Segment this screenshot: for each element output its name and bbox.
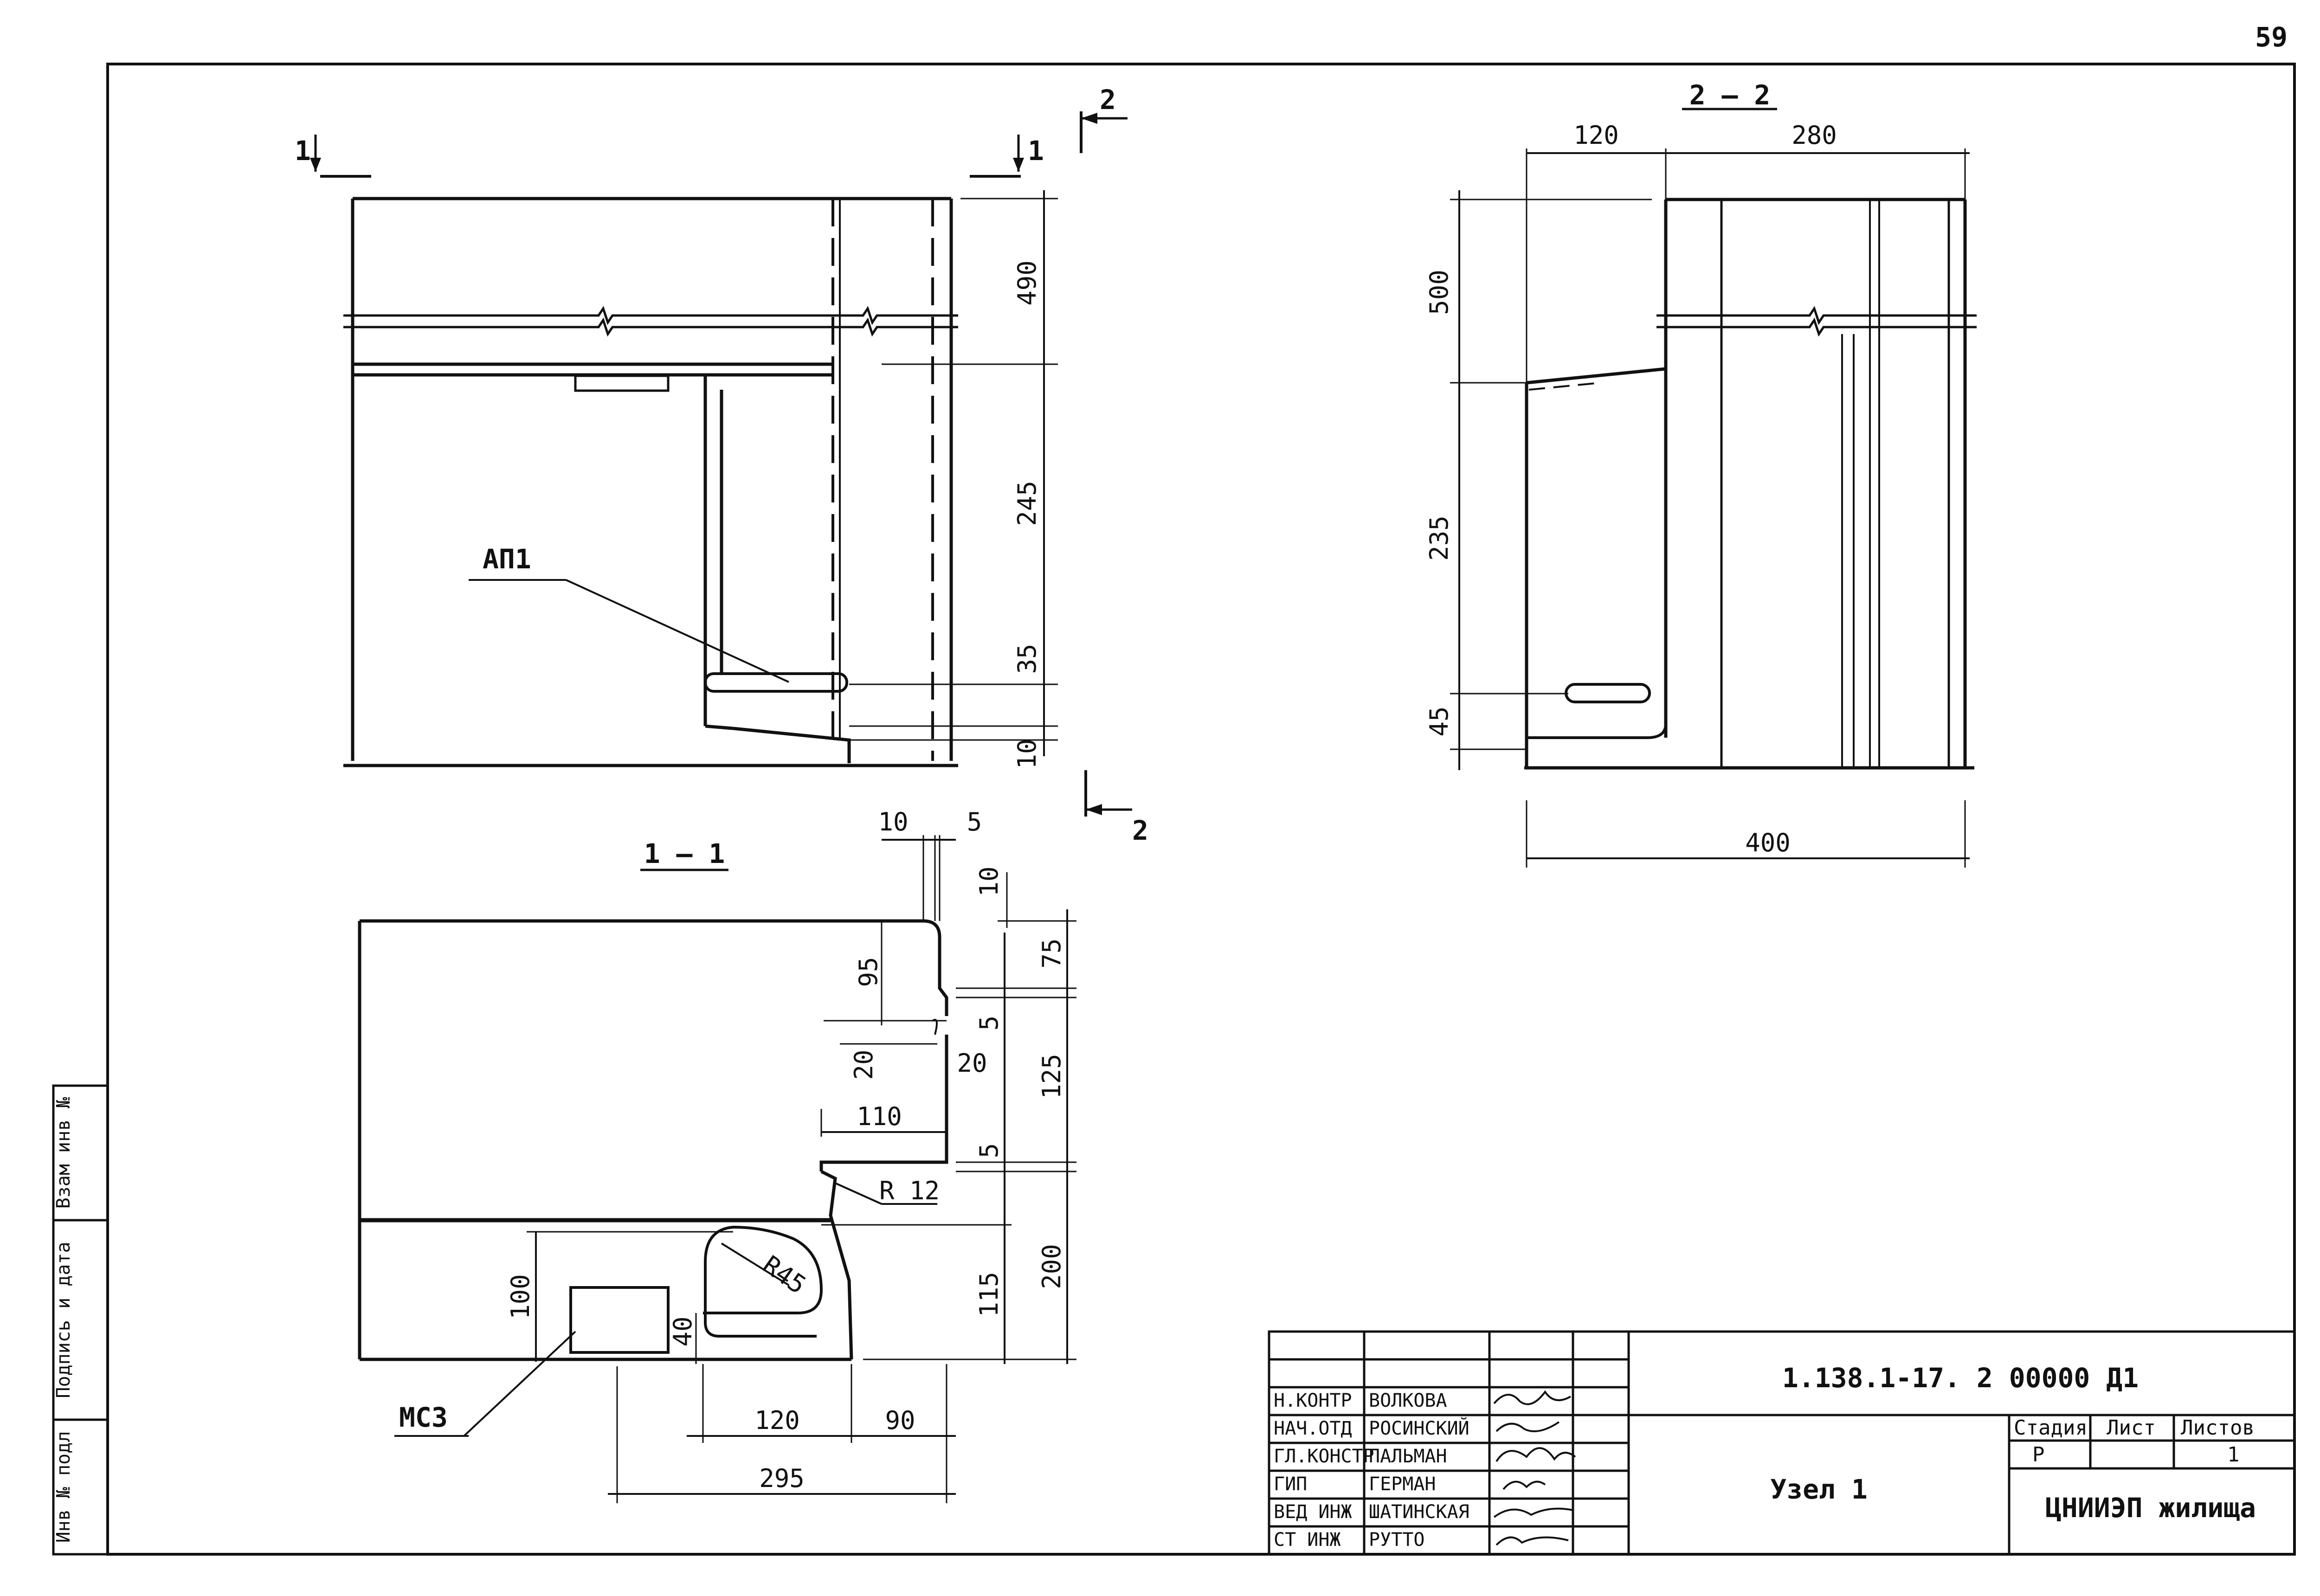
dim-1-1-inner-20a: 20 [849,1049,878,1080]
section-mark-2-top: 2 [1100,84,1116,116]
section-2-2-title: 2 — 2 [1689,79,1771,111]
staff-role: ГЛ.КОНСТР [1274,1446,1374,1467]
dim-1-1-bottom-120: 120 [754,1406,800,1435]
section-1-1-view [358,835,1076,1503]
stage-value: Р [2032,1443,2045,1467]
organization: ЦНИИЭП жилища [2045,1492,2256,1524]
staff-name: ШАТИНСКАЯ [1369,1501,1469,1523]
drawing-title: Узел 1 [1770,1474,1868,1505]
label-ap1: АП1 [483,543,531,575]
sheets-header: Листов [2181,1416,2255,1440]
staff-name: ПАЛЬМАН [1369,1446,1447,1467]
dim-top-490: 490 [1012,260,1042,306]
dim-2-2-500: 500 [1424,270,1454,315]
staff-role: ВЕД ИНЖ [1274,1501,1352,1523]
staff-role: Н.КОНТР [1274,1390,1352,1411]
side-stamp [52,1084,109,1556]
dim-1-1-inner-95: 95 [854,957,883,987]
staff-name: ВОЛКОВА [1369,1390,1447,1411]
dim-1-1-inner-110: 110 [857,1102,902,1131]
radius-r12: R 12 [879,1176,940,1205]
side-stamp-col2: Подпись и дата [53,1242,74,1398]
dim-2-2-45: 45 [1424,706,1454,736]
dim-1-1-right-5b: 5 [974,1143,1004,1158]
top-view [310,111,1132,817]
side-stamp-col3: Взам инв № [53,1097,74,1209]
doc-code: 1.138.1-17. 2 00000 Д1 [1782,1362,2139,1394]
page-number: 59 [2255,21,2288,53]
staff-name: РУТТО [1369,1529,1424,1551]
staff-name: ГЕРМАН [1369,1474,1436,1495]
section-1-1-title: 1 — 1 [644,838,725,869]
dim-1-1-right-10: 10 [974,866,1004,896]
section-mark-2-bottom: 2 [1132,815,1148,846]
signatures [1493,1390,1576,1546]
section-mark-1-right: 1 [1028,135,1044,167]
dim-top-35: 35 [1012,644,1042,674]
sheets-value: 1 [2227,1443,2240,1467]
label-mc3: МС3 [399,1402,448,1433]
dim-2-2-235: 235 [1424,515,1454,561]
dim-1-1-left-100: 100 [506,1274,535,1319]
dim-1-1-inner-20b: 20 [957,1049,987,1078]
dim-top-245: 245 [1012,481,1042,526]
dim-1-1-right-125: 125 [1037,1054,1066,1099]
dim-1-1-left-40: 40 [668,1316,697,1346]
dim-1-1-bottom-90: 90 [885,1406,915,1435]
dim-1-1-right-115: 115 [974,1272,1004,1317]
dim-2-2-120: 120 [1573,121,1619,150]
staff-name: РОСИНСКИЙ [1369,1417,1469,1439]
dim-1-1-bottom-295: 295 [759,1464,805,1493]
title-block [1268,1330,2296,1556]
dim-top-10: 10 [1012,739,1042,769]
side-stamp-col1: Инв № подл [53,1431,74,1543]
section-mark-1-left: 1 [295,135,311,167]
stage-header: Стадия [2014,1416,2088,1440]
dim-1-1-top-5: 5 [967,807,982,837]
drawing-frame [106,63,2296,1556]
dim-1-1-right-75: 75 [1037,938,1066,968]
staff-role: ГИП [1274,1474,1307,1495]
sheet-header: Лист [2107,1416,2156,1440]
radius-r45: R45 [758,1250,812,1300]
dim-1-1-right-5a: 5 [974,1016,1004,1031]
staff-role: НАЧ.ОТД [1274,1418,1352,1439]
staff-rows: Н.КОНТР ВОЛКОВА НАЧ.ОТД РОСИНСКИЙ ГЛ.КОН… [1274,1390,1469,1551]
dim-1-1-right-200: 200 [1037,1244,1066,1289]
section-2-2-view [1450,108,1977,868]
dim-2-2-280: 280 [1792,121,1837,150]
staff-role: СТ ИНЖ [1274,1529,1341,1551]
dim-1-1-top-10: 10 [878,807,908,837]
dim-2-2-400: 400 [1745,828,1791,857]
